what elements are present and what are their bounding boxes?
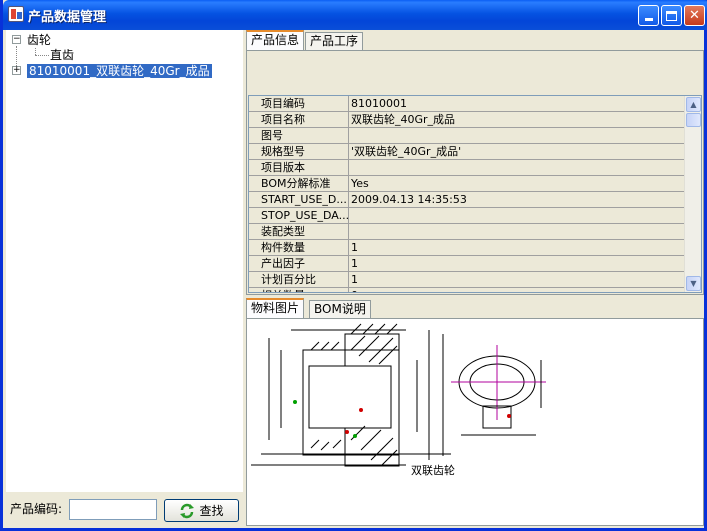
- product-tree[interactable]: − 齿轮 直齿 + 81010001_双联齿轮_40Gr_成品: [6, 30, 243, 492]
- property-name: START_USE_D...: [249, 192, 349, 208]
- tree-node-label: 直齿: [50, 48, 75, 62]
- tab-label: BOM说明: [314, 302, 366, 316]
- title-bar[interactable]: 产品数据管理 ✕: [3, 0, 707, 30]
- property-value[interactable]: 1: [349, 256, 685, 272]
- window-title: 产品数据管理: [28, 10, 107, 25]
- gear-drawing-image: 双联齿轮: [251, 323, 546, 477]
- drawing-caption: 双联齿轮: [411, 463, 455, 477]
- property-row[interactable]: START_USE_D...2009.04.13 14:35:53: [249, 192, 685, 208]
- property-scrollbar[interactable]: ▲ ▼: [684, 96, 701, 292]
- property-row[interactable]: 相关数量0: [249, 288, 685, 292]
- property-row[interactable]: 项目版本: [249, 160, 685, 176]
- property-value[interactable]: 2009.04.13 14:35:53: [349, 192, 685, 208]
- tab-label: 产品信息: [251, 33, 300, 47]
- property-row[interactable]: 图号: [249, 128, 685, 144]
- property-value[interactable]: [349, 160, 685, 176]
- product-code-input[interactable]: [69, 499, 157, 520]
- property-name: 项目版本: [249, 160, 349, 176]
- tab-label: 产品工序: [310, 34, 359, 48]
- property-value[interactable]: [349, 224, 685, 240]
- close-icon: ✕: [689, 8, 700, 23]
- property-value[interactable]: 81010001: [349, 96, 685, 112]
- product-code-label: 产品编码:: [10, 502, 63, 516]
- tab-product-info[interactable]: 产品信息: [246, 30, 305, 51]
- property-name: 相关数量: [249, 288, 349, 292]
- collapse-icon[interactable]: −: [12, 34, 21, 44]
- minimize-button[interactable]: [638, 5, 659, 26]
- property-name: 项目编码: [249, 96, 349, 112]
- property-value[interactable]: 1: [349, 272, 685, 288]
- expand-icon[interactable]: +: [12, 65, 21, 75]
- property-name: 构件数量: [249, 240, 349, 256]
- tree-line: [16, 46, 17, 70]
- property-name: BOM分解标准: [249, 176, 349, 192]
- property-value[interactable]: [349, 208, 685, 224]
- tab-product-process[interactable]: 产品工序: [305, 32, 364, 51]
- tab-label: 物料图片: [251, 301, 300, 315]
- tab-material-image[interactable]: 物料图片: [246, 298, 305, 319]
- search-button-label: 查找: [199, 504, 224, 518]
- property-value[interactable]: '双联齿轮_40Gr_成品': [349, 144, 685, 160]
- tree-line: [35, 48, 36, 55]
- maximize-button[interactable]: [661, 5, 682, 26]
- minimize-icon: [644, 18, 653, 21]
- scroll-thumb[interactable]: [686, 113, 701, 127]
- property-value[interactable]: [349, 128, 685, 144]
- property-row[interactable]: 规格型号'双联齿轮_40Gr_成品': [249, 144, 685, 160]
- refresh-icon: [180, 503, 195, 518]
- tree-node[interactable]: 直齿: [50, 48, 74, 62]
- tree-line: [35, 55, 49, 56]
- search-button[interactable]: 查找: [164, 499, 239, 522]
- property-name: 规格型号: [249, 144, 349, 160]
- property-value[interactable]: Yes: [349, 176, 685, 192]
- property-name: 计划百分比: [249, 272, 349, 288]
- close-button[interactable]: ✕: [684, 5, 705, 26]
- property-name: 装配类型: [249, 224, 349, 240]
- app-icon[interactable]: [8, 6, 24, 22]
- property-row[interactable]: STOP_USE_DA...: [249, 208, 685, 224]
- material-drawing: 双联齿轮: [251, 320, 699, 522]
- scroll-down-icon[interactable]: ▼: [686, 276, 701, 291]
- maximize-icon: [666, 10, 677, 21]
- property-name: 项目名称: [249, 112, 349, 128]
- property-row[interactable]: 装配类型: [249, 224, 685, 240]
- scroll-up-icon[interactable]: ▲: [686, 97, 701, 112]
- property-value[interactable]: 1: [349, 240, 685, 256]
- property-value[interactable]: 双联齿轮_40Gr_成品: [349, 112, 685, 128]
- property-value[interactable]: 0: [349, 288, 685, 292]
- tree-node-label: 齿轮: [27, 33, 52, 47]
- property-name: 图号: [249, 128, 349, 144]
- property-name: STOP_USE_DA...: [249, 208, 349, 224]
- tab-bom-notes[interactable]: BOM说明: [309, 300, 371, 319]
- property-name: 产出因子: [249, 256, 349, 272]
- property-row[interactable]: 项目名称双联齿轮_40Gr_成品: [249, 112, 685, 128]
- tree-node-label: 81010001_双联齿轮_40Gr_成品: [27, 64, 212, 78]
